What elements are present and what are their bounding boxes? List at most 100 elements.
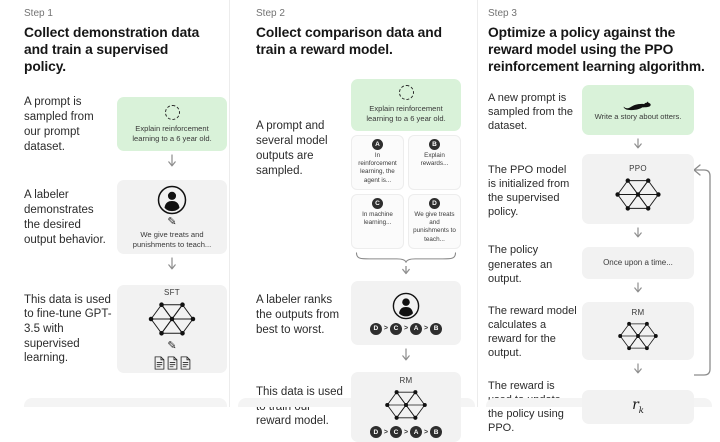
step-heading: Collect comparison data and train a rewa… [256, 25, 442, 57]
step-label: Step 2 [256, 8, 285, 19]
down-arrow-icon [167, 154, 177, 169]
row-reward-calculated: The reward model calculates a reward for… [488, 301, 712, 379]
rank-badge: A [410, 322, 423, 335]
rank-badge: C [389, 322, 402, 335]
model-label: RM [631, 308, 645, 318]
down-arrow-icon [633, 138, 643, 151]
output-text: In reinforcement learning, the agent is.… [358, 151, 397, 184]
prompt-card: Explain reinforcement learning to a 6 ye… [117, 97, 227, 152]
rank-separator: > [424, 428, 429, 436]
step-label: Step 3 [488, 8, 517, 19]
rank-separator: > [424, 325, 429, 333]
demonstration-text: We give treats and punishments to teach.… [132, 229, 212, 249]
model-label: SFT [163, 288, 180, 298]
output-card-c: C In machine learning... [351, 193, 404, 250]
row-caption: A prompt and several model outputs are s… [256, 120, 328, 177]
ppo-model-card: PPO [582, 154, 694, 225]
output-card-b: B Explain rewards... [408, 134, 461, 190]
column-step-2: Step 2 Collect comparison data and train… [229, 0, 477, 442]
row-caption: A prompt is sampled from our prompt data… [24, 96, 94, 153]
labeler-icon [392, 292, 420, 320]
rank-badge: D [369, 322, 382, 335]
rank-badge: D [369, 426, 382, 439]
model-outputs-grid: A In reinforcement learning, the agent i… [351, 134, 461, 250]
row-caption: The policy generates an output. [488, 244, 553, 285]
sft-model-card: SFT [117, 285, 227, 374]
labeler-card: ✎ We give treats and punishments to teac… [117, 180, 227, 255]
row-policy-output: The policy generates an output. Once upo… [488, 243, 712, 301]
rank-badge: B [430, 322, 443, 335]
down-arrow-icon [401, 348, 411, 363]
prompt-card: Explain reinforcement learning to a 6 ye… [351, 78, 461, 131]
output-badge: C [372, 197, 383, 209]
down-arrow-icon [401, 266, 411, 276]
row-caption: A labeler ranks the outputs from best to… [256, 294, 340, 336]
output-card-d: D We give treats and punishments to teac… [408, 193, 461, 250]
ranking-order: D > C > A > B [369, 322, 443, 335]
rank-badge: C [389, 426, 402, 439]
otter-icon [623, 99, 653, 112]
rank-separator: > [383, 325, 388, 333]
cycle-icon [398, 85, 414, 101]
column-step-1: Step 1 Collect demonstration data and tr… [0, 0, 229, 407]
output-badge: A [372, 138, 383, 150]
quill-icon: ✎ [167, 340, 177, 353]
row-labeler-demonstrates: A labeler demonstrates the desired outpu… [24, 180, 227, 275]
output-card: Once upon a time... [582, 247, 694, 280]
neural-network-icon [383, 387, 429, 423]
row-caption: This data is used to train our reward mo… [256, 385, 343, 428]
output-text: Explain rewards... [420, 151, 449, 167]
output-card-a: A In reinforcement learning, the agent i… [351, 134, 404, 190]
ranking-card: D > C > A > B [351, 281, 461, 346]
neural-network-icon [616, 319, 660, 353]
brace-icon [351, 252, 461, 264]
down-arrow-icon [167, 257, 177, 272]
row-caption: The reward model calculates a reward for… [488, 305, 577, 360]
row-caption: A labeler demonstrates the desired outpu… [24, 189, 106, 246]
row-outputs-sampled: A prompt and several model outputs are s… [256, 78, 461, 279]
model-label: RM [399, 376, 413, 386]
step-heading: Collect demonstration data and train a s… [24, 25, 200, 74]
prompt-card: Write a story about otters. [582, 85, 694, 136]
step-heading: Optimize a policy against the reward mod… [488, 25, 705, 74]
row-ppo-initialized: The PPO model is initialized from the su… [488, 154, 712, 243]
output-text: In machine learning... [362, 210, 393, 227]
row-train-reward-model: This data is used to train our reward mo… [256, 372, 461, 442]
rank-badge: A [410, 426, 423, 439]
column-step-3: Step 3 Optimize a policy against the rew… [477, 0, 720, 434]
rm-model-card: RM [351, 372, 461, 442]
labeler-icon [157, 185, 187, 215]
prompt-text: Explain reinforcement learning to a 6 ye… [132, 123, 212, 143]
documents-icon [154, 356, 191, 370]
row-prompt-sampled: A prompt is sampled from our prompt data… [24, 95, 227, 174]
neural-network-icon [613, 175, 663, 214]
down-arrow-icon [633, 282, 643, 295]
down-arrow-icon [633, 227, 643, 240]
rank-separator: > [403, 428, 409, 436]
rank-badge: B [430, 426, 443, 439]
rank-separator: > [383, 428, 388, 436]
rm-model-card: RM [582, 301, 694, 360]
loop-arrow-icon [684, 158, 714, 390]
row-labeler-ranks: A labeler ranks the outputs from best to… [256, 281, 461, 366]
step-label: Step 1 [24, 8, 53, 19]
prompt-text: Explain reinforcement learning to a 6 ye… [366, 104, 446, 124]
quill-icon: ✎ [167, 215, 177, 228]
ranking-order: D > C > A > B [369, 426, 443, 439]
output-text: We give treats and punishments to teach.… [413, 210, 456, 243]
output-badge: D [429, 197, 440, 209]
down-arrow-icon [633, 363, 643, 376]
prompt-text: Write a story about otters. [594, 111, 682, 121]
rank-separator: > [403, 325, 409, 333]
next-section-card-top [24, 398, 227, 407]
row-caption: This data is used to fine-tune GPT-3.5 w… [24, 293, 112, 365]
neural-network-icon [146, 299, 198, 339]
row-finetune-sft: This data is used to fine-tune GPT-3.5 w… [24, 285, 227, 374]
model-label: PPO [629, 164, 647, 174]
row-caption: A new prompt is sampled from the dataset… [488, 91, 573, 133]
output-text: Once upon a time... [603, 257, 673, 267]
row-caption: The PPO model is initialized from the su… [488, 163, 570, 219]
cycle-icon [164, 104, 180, 120]
output-badge: B [429, 138, 440, 150]
